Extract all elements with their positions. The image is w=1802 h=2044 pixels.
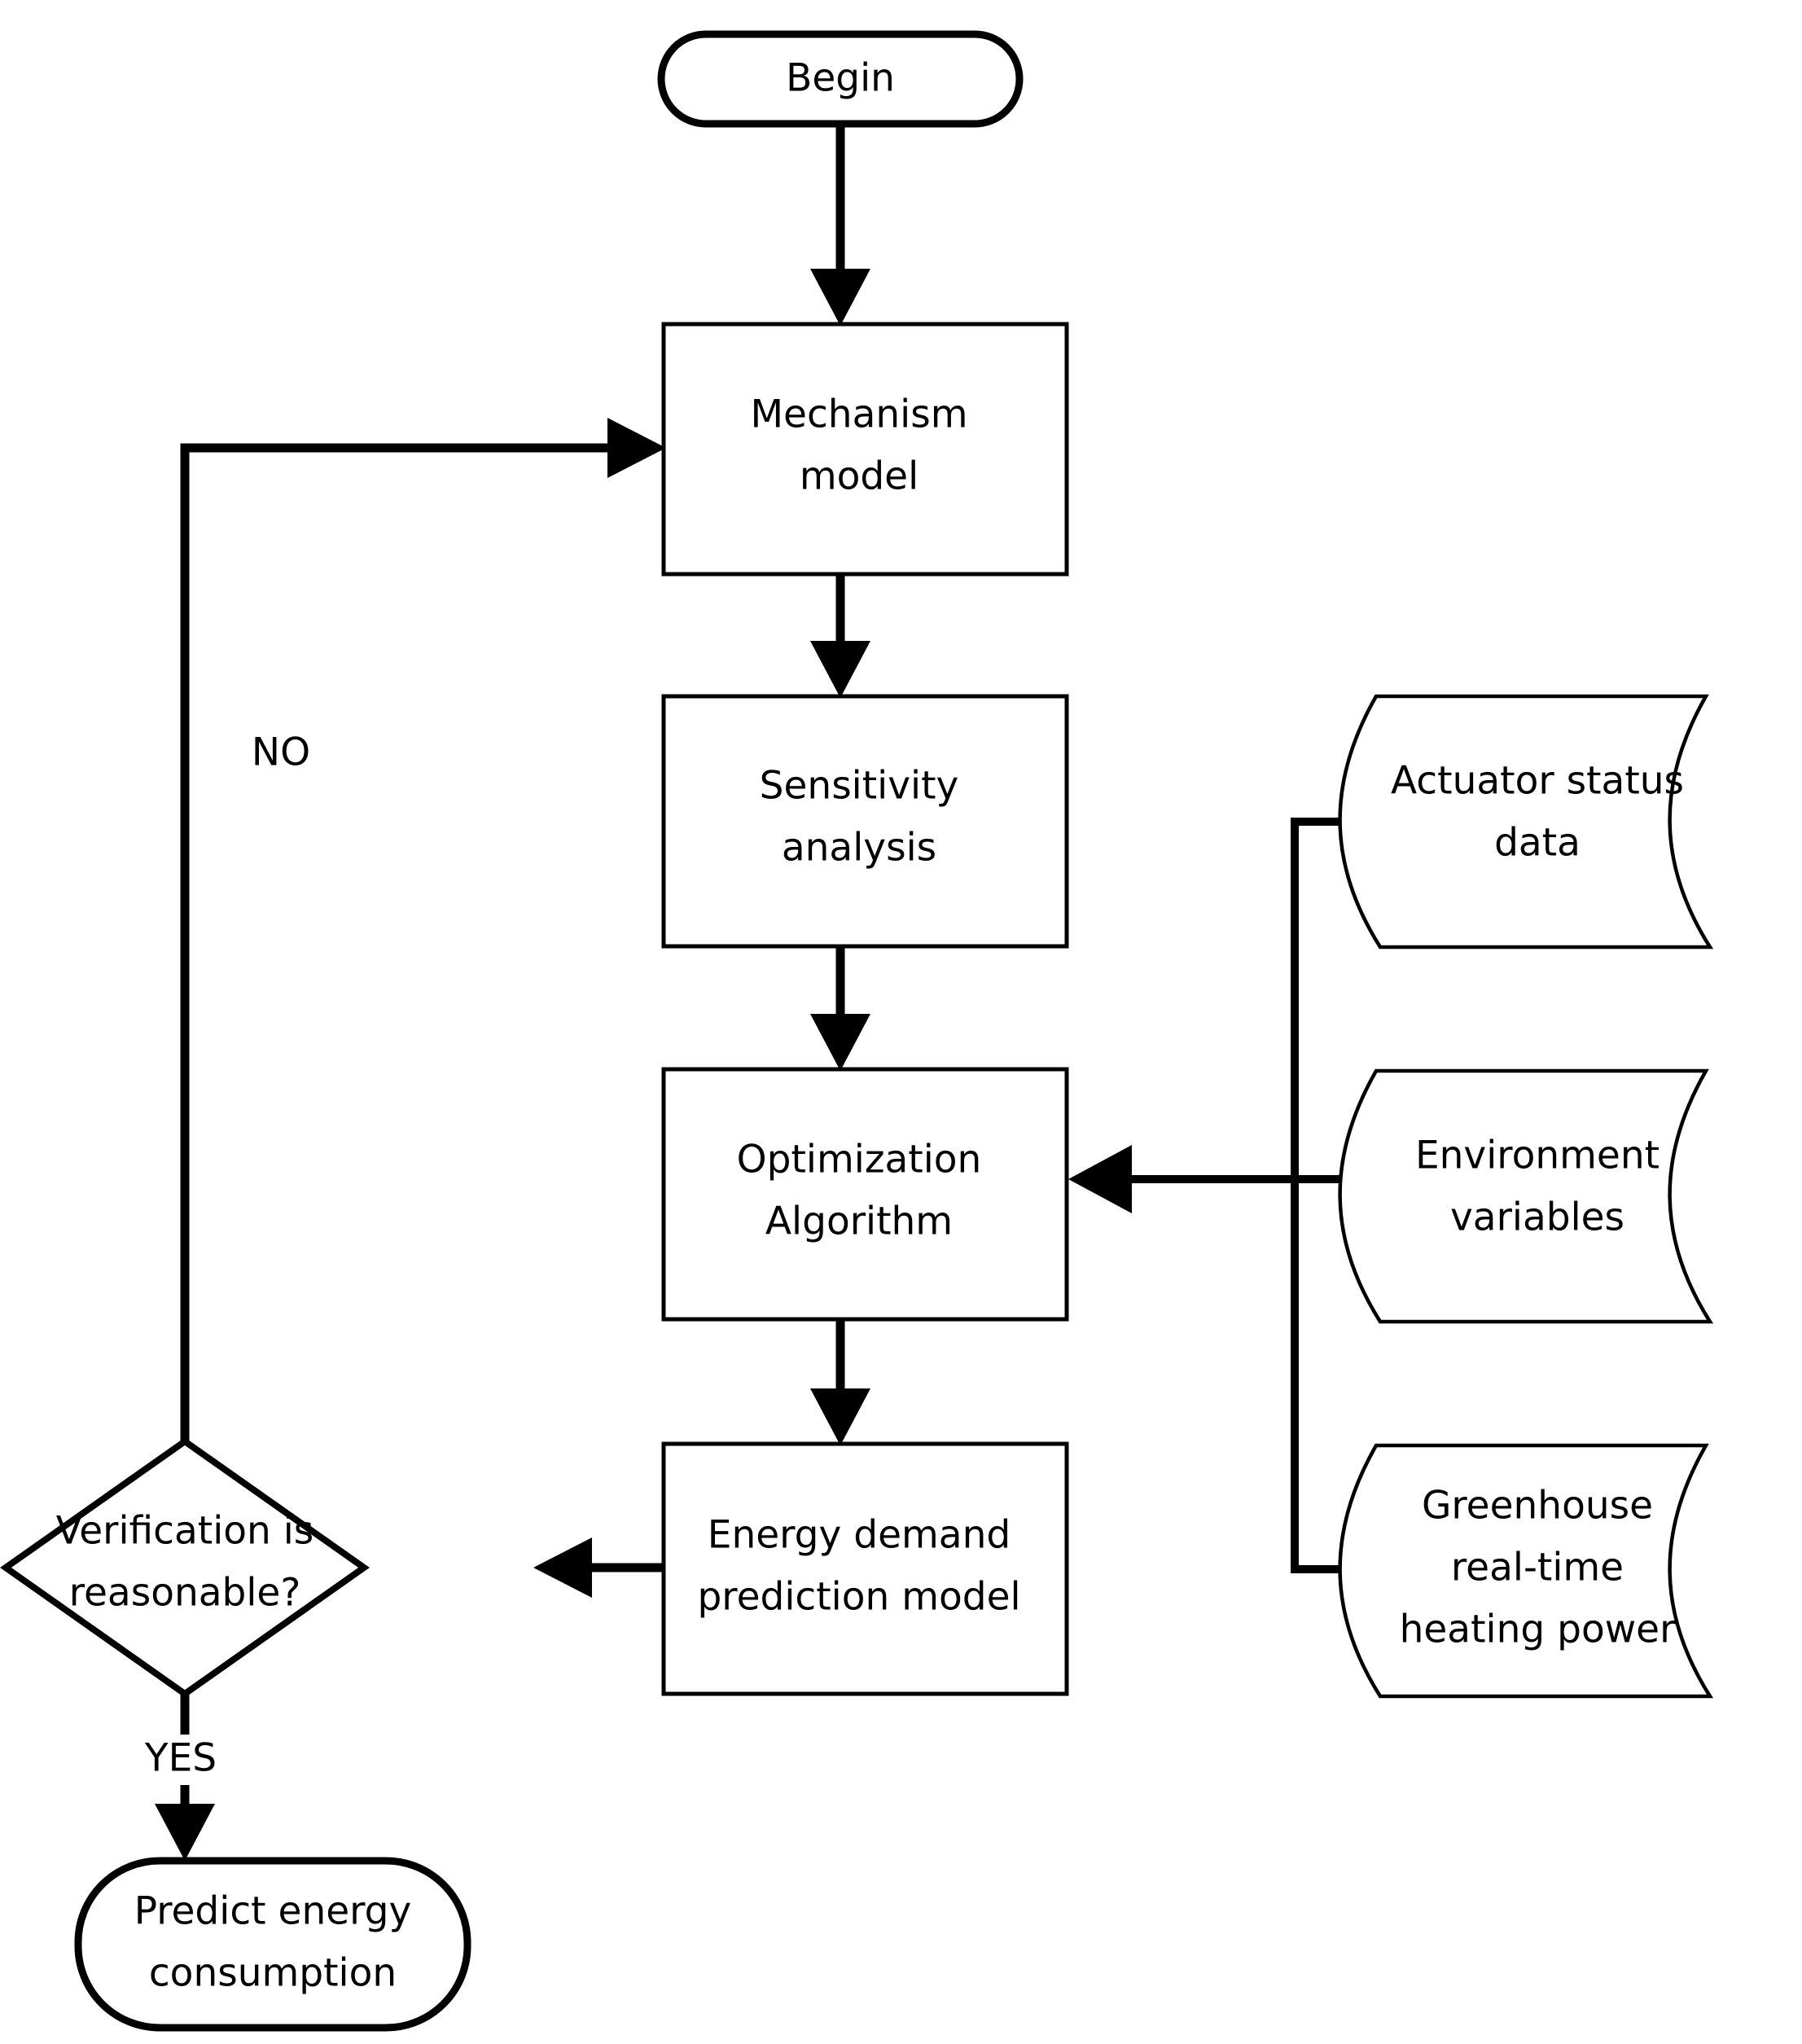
node-energy-demand-prediction-model-label-line2: prediction model bbox=[697, 1575, 1020, 1620]
node-mechanism-model[interactable]: Mechanism model bbox=[664, 324, 1067, 574]
edge-sensitivity-to-optimization bbox=[810, 946, 870, 1071]
arrow-head-icon bbox=[810, 269, 870, 326]
edge-data-bus-to-optimization bbox=[1068, 818, 1376, 1573]
edge-label-yes: YES bbox=[144, 1736, 217, 1781]
node-mechanism-model-label-line2: model bbox=[800, 454, 919, 499]
arrow-head-icon bbox=[810, 641, 870, 698]
arrow-head-icon bbox=[607, 418, 666, 478]
arrow-head-icon bbox=[155, 1804, 215, 1861]
node-verification-decision[interactable]: Verification is reasonable? bbox=[6, 1441, 364, 1694]
node-greenhouse-heating-power-label-line1: Greenhouse bbox=[1422, 1484, 1653, 1529]
node-environment-variables-label-line2: variables bbox=[1450, 1195, 1624, 1240]
edge-label-no: NO bbox=[252, 730, 310, 775]
edge-optimization-to-energy-demand bbox=[810, 1319, 870, 1445]
node-actuator-status-data-label-line2: data bbox=[1494, 821, 1581, 866]
edge-mechanism-to-sensitivity bbox=[810, 574, 870, 698]
node-mechanism-model-label-line1: Mechanism bbox=[750, 393, 967, 437]
no-label-backdrop bbox=[235, 729, 336, 779]
node-environment-variables[interactable]: Environment variables bbox=[1340, 1071, 1710, 1322]
arrow-head-icon bbox=[810, 1014, 870, 1071]
node-sensitivity-analysis-label-line2: analysis bbox=[782, 826, 936, 871]
node-optimization-algorithm-label-line1: Optimization bbox=[737, 1138, 982, 1182]
node-actuator-status-data-label-line1: Actuator status bbox=[1391, 759, 1684, 804]
arrow-head-icon bbox=[810, 1388, 870, 1445]
arrow-head-icon bbox=[1068, 1145, 1132, 1213]
yes-label-backdrop bbox=[138, 1735, 252, 1785]
node-verification-decision-label-line2: reasonable? bbox=[69, 1571, 301, 1616]
node-begin-label: Begin bbox=[786, 56, 895, 101]
node-sensitivity-analysis-label-line1: Sensitivity bbox=[760, 764, 959, 809]
node-predict-energy-consumption-label-line2: consumption bbox=[149, 1951, 397, 1996]
edge-energy-demand-to-verification bbox=[533, 1537, 664, 1598]
node-environment-variables-label-line1: Environment bbox=[1415, 1134, 1660, 1178]
node-greenhouse-heating-power-label-line3: heating power bbox=[1400, 1608, 1676, 1652]
node-energy-demand-prediction-model-label-line1: Energy demand bbox=[708, 1513, 1011, 1558]
edge-begin-to-mechanism bbox=[810, 122, 870, 326]
edge-label-no-group: NO bbox=[235, 729, 336, 779]
node-predict-energy-consumption-label-line1: Predict energy bbox=[134, 1889, 412, 1934]
node-actuator-status-data[interactable]: Actuator status data bbox=[1340, 696, 1710, 947]
node-optimization-algorithm[interactable]: Optimization Algorithm bbox=[664, 1069, 1067, 1319]
node-begin[interactable]: Begin bbox=[661, 34, 1019, 124]
node-sensitivity-analysis[interactable]: Sensitivity analysis bbox=[664, 696, 1067, 946]
node-predict-energy-consumption[interactable]: Predict energy consumption bbox=[78, 1861, 467, 2028]
node-optimization-algorithm-label-line2: Algorithm bbox=[765, 1200, 953, 1244]
edge-label-yes-group: YES bbox=[138, 1735, 252, 1785]
arrow-head-icon bbox=[533, 1537, 592, 1598]
node-energy-demand-prediction-model[interactable]: Energy demand prediction model bbox=[664, 1444, 1067, 1694]
node-greenhouse-heating-power-label-line2: real-time bbox=[1451, 1546, 1624, 1590]
edge-verification-no-to-mechanism bbox=[180, 418, 666, 1445]
node-greenhouse-heating-power[interactable]: Greenhouse real-time heating power bbox=[1340, 1445, 1710, 1696]
node-verification-decision-label-line1: Verification is bbox=[56, 1509, 314, 1554]
